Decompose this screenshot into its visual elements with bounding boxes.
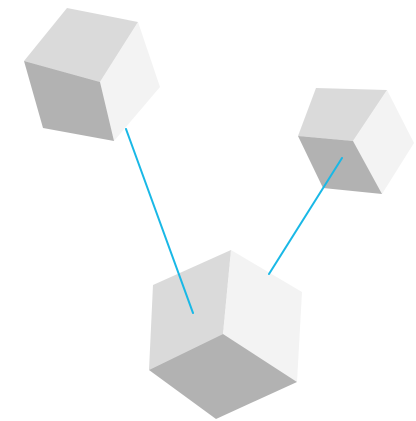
connector-top-right-to-bottom bbox=[269, 158, 342, 274]
cube-top-left bbox=[24, 8, 160, 141]
cube-top-right bbox=[298, 88, 414, 194]
cube-bottom-center bbox=[149, 250, 302, 419]
